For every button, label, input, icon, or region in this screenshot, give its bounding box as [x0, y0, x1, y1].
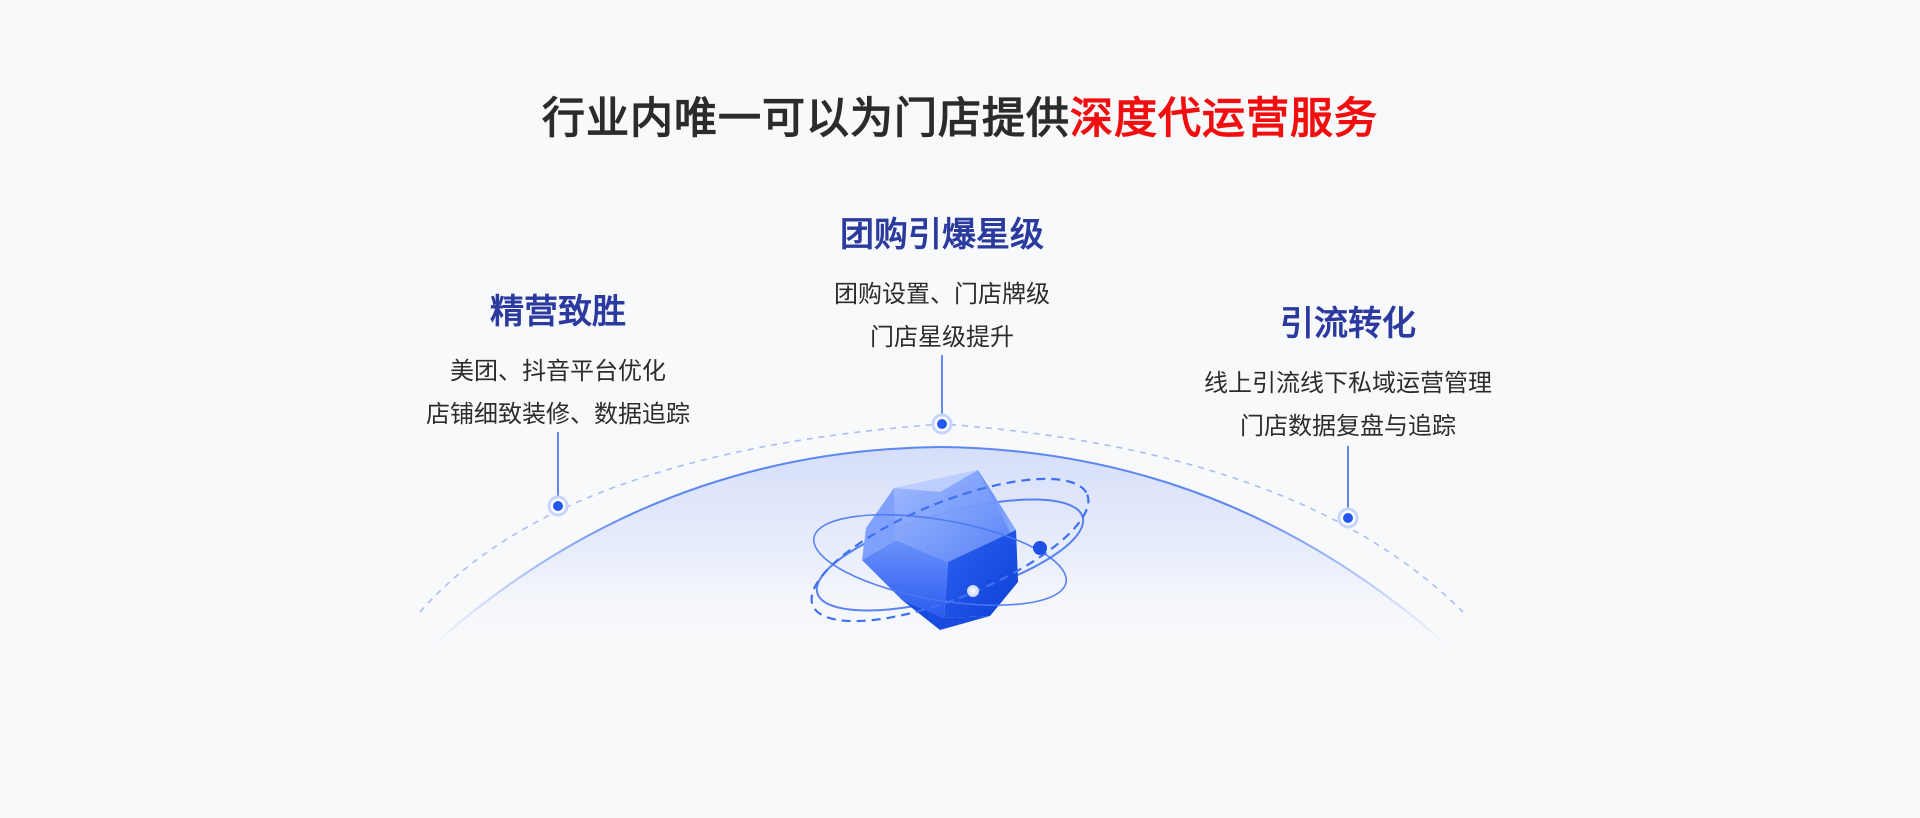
feature-block-right: 引流转化 线上引流线下私域运营管理 门店数据复盘与追踪 [1204, 302, 1492, 448]
feature-line: 店铺细致装修、数据追踪 [426, 400, 690, 428]
connector-left [547, 432, 569, 517]
orbit-node-glow [967, 585, 979, 597]
feature-line: 美团、抖音平台优化 [450, 357, 666, 385]
connector-right [1337, 446, 1359, 529]
feature-block-left: 精营致胜 美团、抖音平台优化 店铺细致装修、数据追踪 [426, 290, 690, 436]
connector-center [931, 355, 953, 435]
feature-line: 门店星级提升 [870, 323, 1014, 351]
feature-line: 门店数据复盘与追踪 [1240, 412, 1456, 440]
dome-edge [429, 445, 1451, 649]
feature-title: 精营致胜 [490, 292, 626, 332]
orbit-ring-front [810, 477, 1090, 623]
feature-block-center: 团购引爆星级 团购设置、门店牌级 门店星级提升 [834, 213, 1050, 359]
feature-description: 团购设置、门店牌级 门店星级提升 [834, 273, 1050, 359]
feature-description: 线上引流线下私域运营管理 门店数据复盘与追踪 [1204, 362, 1492, 448]
feature-line: 线上引流线下私域运营管理 [1204, 369, 1492, 397]
feature-title: 团购引爆星级 [840, 215, 1044, 255]
feature-title: 引流转化 [1280, 304, 1416, 344]
feature-line: 团购设置、门店牌级 [834, 280, 1050, 308]
page-headline: 行业内唯一可以为门店提供深度代运营服务 [0, 84, 1920, 146]
headline-accent: 深度代运营服务 [1070, 94, 1378, 144]
headline-prefix: 行业内唯一可以为门店提供 [542, 94, 1070, 144]
orbit-ring-inner [812, 513, 1068, 607]
feature-description: 美团、抖音平台优化 店铺细致装修、数据追踪 [426, 350, 690, 436]
gem-graphic [810, 470, 1090, 630]
orbit-node [1033, 541, 1047, 555]
